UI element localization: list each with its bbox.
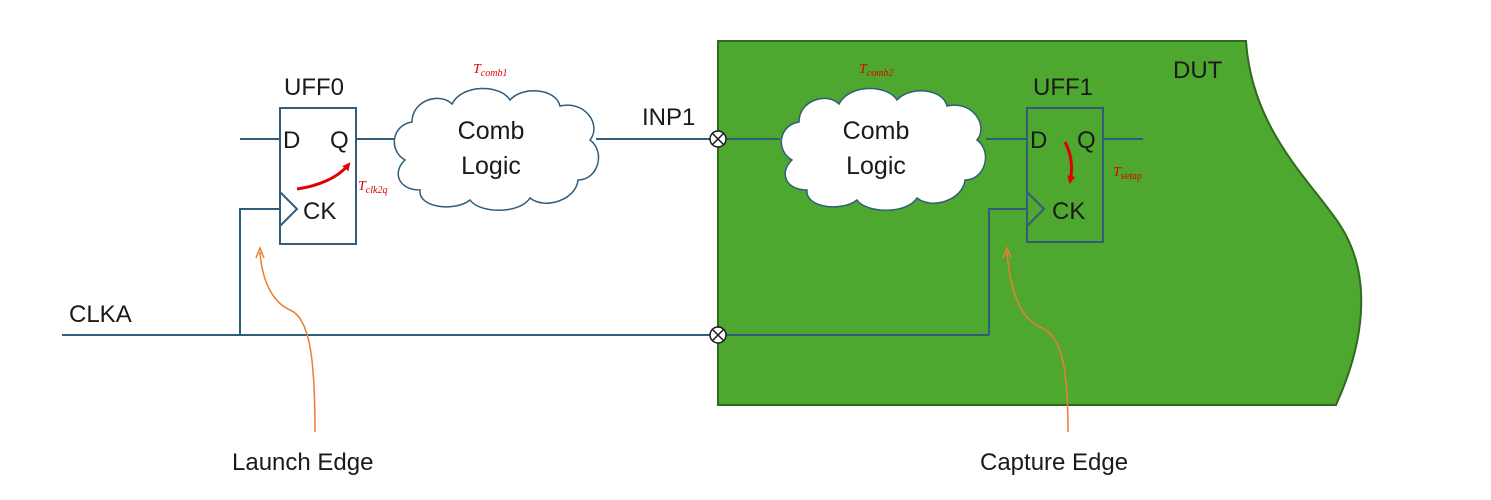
launch-edge-pointer	[259, 251, 316, 433]
uff0-flipflop: D Q CK	[279, 107, 357, 245]
comb2-cloud-icon	[780, 87, 987, 211]
capture-edge-arrowhead-icon	[1002, 245, 1012, 259]
uff1-pin-ck: CK	[1052, 198, 1085, 225]
uff1-pin-d: D	[1030, 127, 1047, 154]
uff1-flipflop: D Q CK	[1026, 107, 1104, 243]
comb2-line1: Comb	[843, 117, 910, 145]
uff0-pin-ck: CK	[303, 198, 336, 225]
comb1-line2: Logic	[461, 152, 521, 180]
inp1-label: INP1	[642, 104, 695, 131]
uff1-clock-triangle-icon	[1026, 191, 1046, 227]
uff1-ck-wire	[988, 208, 1027, 335]
uff0-name: UFF0	[284, 74, 344, 101]
setup-arrow-icon	[1063, 141, 1076, 184]
uff0-ck-wire	[239, 208, 280, 335]
uff0-clock-triangle-icon	[279, 191, 299, 227]
tcomb2-label: Tcomb2	[859, 62, 893, 79]
launch-edge-arrowhead-icon	[255, 245, 265, 259]
launch-edge-label: Launch Edge	[232, 449, 373, 476]
uff1-name: UFF1	[1033, 74, 1093, 101]
clka-label: CLKA	[69, 301, 132, 328]
comb2-line2: Logic	[846, 152, 906, 180]
inp1-port-icon	[709, 130, 727, 148]
uff0-pin-q: Q	[330, 127, 349, 154]
wires	[62, 138, 1143, 336]
uff1-pin-q: Q	[1077, 127, 1096, 154]
tsetup-label: Tsetup	[1113, 165, 1142, 182]
tclk2q-label: Tclk2q	[358, 179, 387, 196]
tcomb1-label: Tcomb1	[473, 62, 507, 79]
capture-edge-pointer	[1006, 251, 1069, 433]
clk2q-arrow-icon	[296, 162, 351, 191]
clka-port-icon	[709, 326, 727, 344]
dut-label: DUT	[1173, 57, 1223, 84]
capture-edge-label: Capture Edge	[980, 449, 1128, 476]
comb1-cloud-icon	[393, 87, 600, 211]
uff0-pin-d: D	[283, 127, 300, 154]
comb1-line1: Comb	[458, 117, 525, 145]
